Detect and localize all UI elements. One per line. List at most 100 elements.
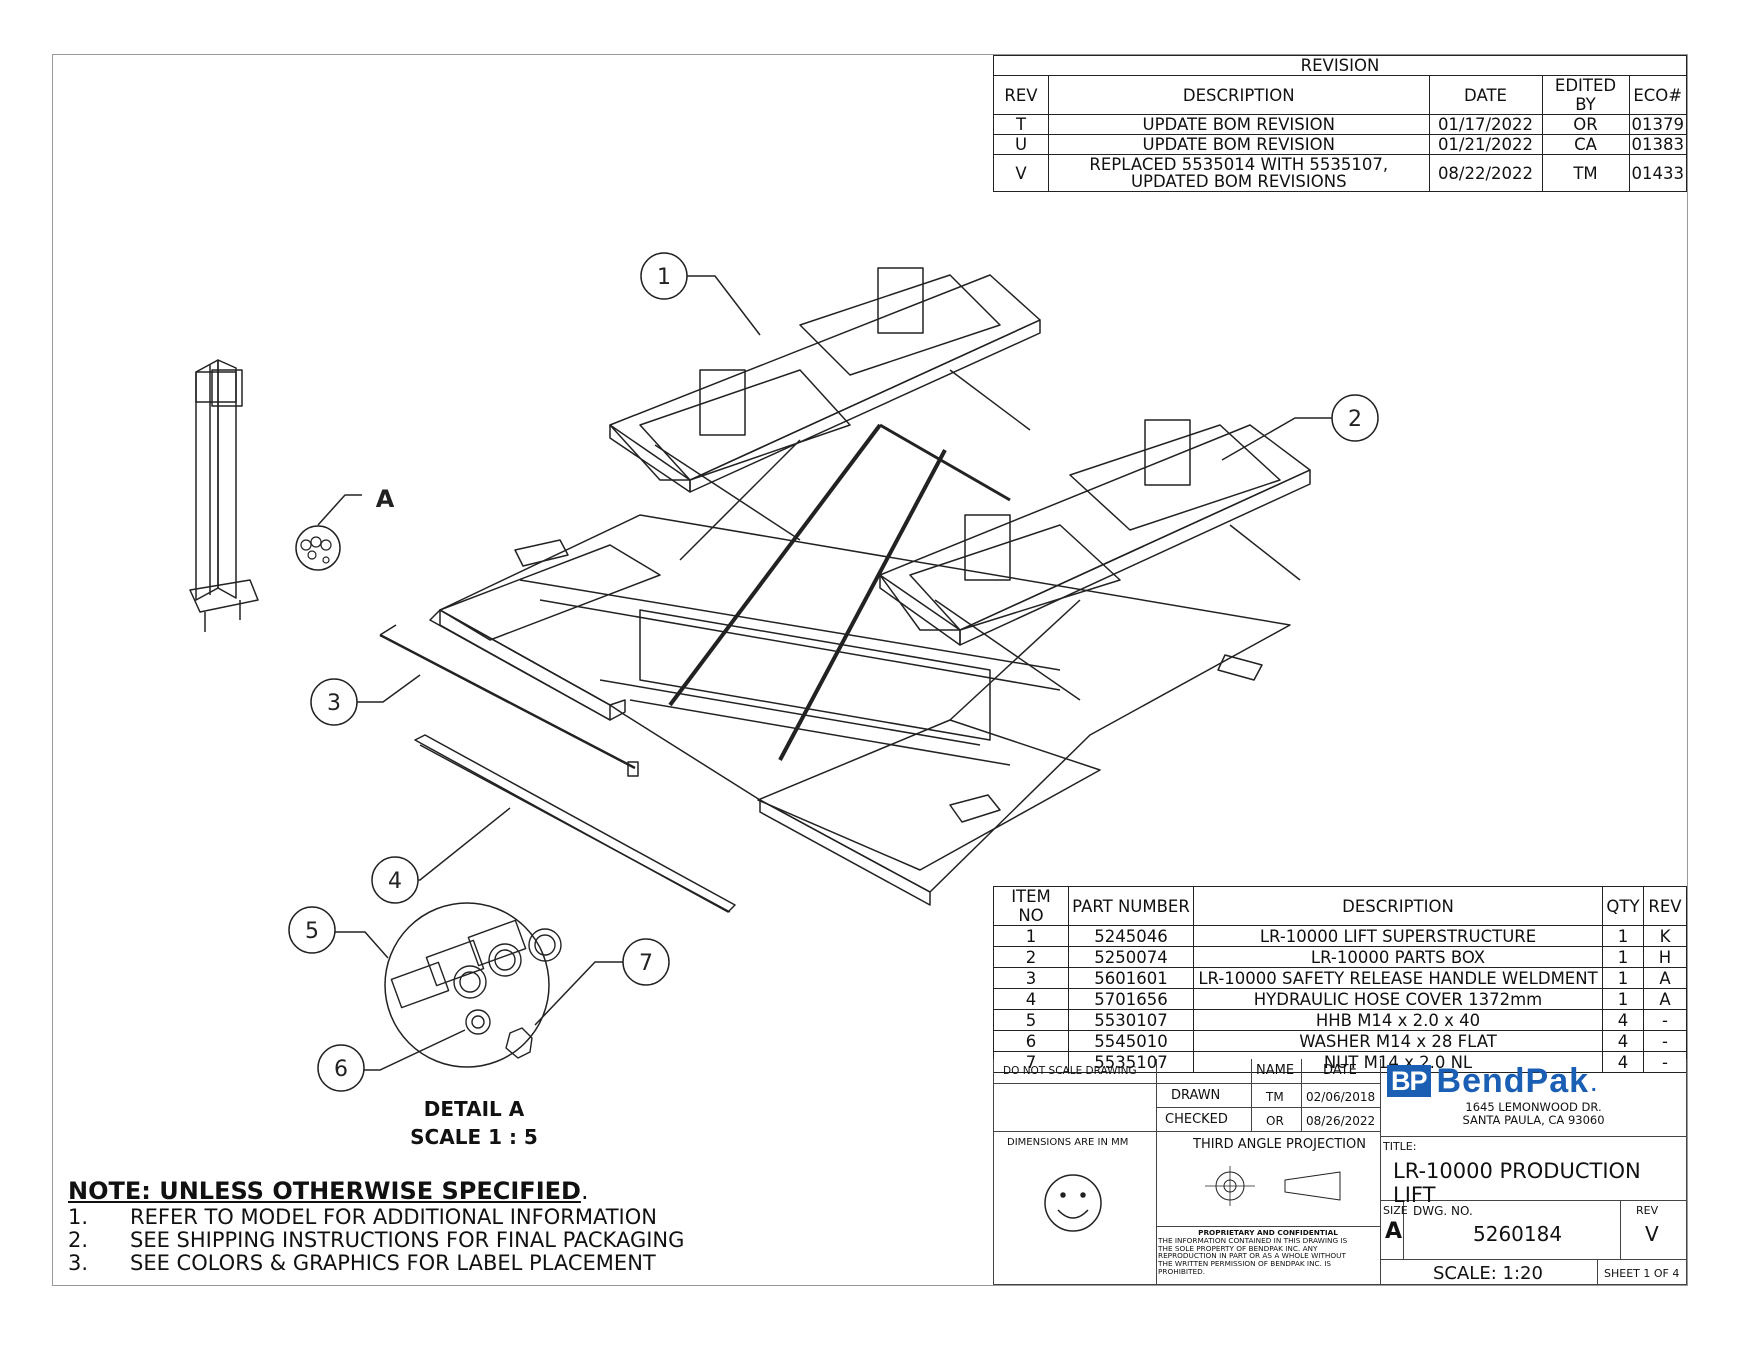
logo-text: BendPak [1436, 1061, 1590, 1100]
rev-cell: CA [1541, 134, 1630, 155]
rev-header-date: DATE [1428, 75, 1543, 115]
detail-a-hardware [390, 919, 562, 1059]
date-header: DATE [1323, 1063, 1357, 1078]
note-item: 1. REFER TO MODEL FOR ADDITIONAL INFORMAT… [68, 1206, 684, 1229]
bom-cell: 4 [1602, 1030, 1644, 1052]
rev-cell: OR [1541, 114, 1630, 135]
callout-4: 4 [388, 869, 402, 894]
logo-mark: BP [1387, 1065, 1431, 1097]
lift-base [429, 514, 1291, 906]
detail-scale: SCALE 1 : 5 [410, 1125, 538, 1149]
bom-cell: 1 [993, 925, 1069, 947]
rev-cell: REPLACED 5535014 WITH 5535107, UPDATED B… [1048, 154, 1430, 192]
callout-2: 2 [1348, 407, 1362, 432]
rev-cell: 01383 [1628, 134, 1687, 155]
bom-cell: 4 [1602, 1051, 1644, 1073]
rev-cell: 01/21/2022 [1428, 134, 1543, 155]
bom-cell: LR-10000 PARTS BOX [1193, 946, 1603, 968]
rev-cell: TM [1541, 154, 1630, 192]
bom-cell: A [1643, 967, 1687, 989]
callout-balloon-1 [640, 252, 688, 300]
bom-cell: 1 [1602, 967, 1644, 989]
callout-balloon-5 [288, 906, 336, 954]
proprietary-line: THE WRITTEN PERMISSION OF BENDPAK INC. I… [1158, 1259, 1332, 1269]
bom-cell: 4 [993, 988, 1069, 1010]
rev-cell: 08/22/2022 [1428, 154, 1543, 192]
note-item: 3. SEE COLORS & GRAPHICS FOR LABEL PLACEM… [68, 1252, 684, 1275]
rev-label: REV [1636, 1204, 1659, 1217]
release-handle [379, 624, 639, 777]
title-label: TITLE: [1383, 1140, 1417, 1153]
bom-cell: 5530107 [1068, 1009, 1194, 1031]
proprietary-notice: PROPRIETARY AND CONFIDENTIAL THE INFORMA… [1158, 1229, 1378, 1276]
bom-cell: K [1643, 925, 1687, 947]
platform-left [609, 267, 1041, 561]
detail-letter: A [376, 485, 395, 513]
rev-value: V [1645, 1222, 1659, 1246]
bom-cell: 1 [1602, 988, 1644, 1010]
bom-cell: 3 [993, 967, 1069, 989]
bom-cell: 4 [1602, 1009, 1644, 1031]
bom-cell: HYDRAULIC HOSE COVER 1372mm [1193, 988, 1603, 1010]
bom-cell: 5701656 [1068, 988, 1194, 1010]
bom-cell: 5 [993, 1009, 1069, 1031]
bom-cell: - [1643, 1030, 1687, 1052]
logo-dot: . [1591, 1074, 1597, 1096]
bom-cell: 7 [993, 1051, 1069, 1073]
bom-cell: HHB M14 x 2.0 x 40 [1193, 1009, 1603, 1031]
checked-name: OR [1266, 1114, 1284, 1128]
note-text: SEE COLORS & GRAPHICS FOR LABEL PLACEMEN… [130, 1251, 656, 1275]
name-header: NAME [1256, 1063, 1295, 1078]
bom-cell: 6 [993, 1030, 1069, 1052]
bom-cell: 1 [1602, 925, 1644, 947]
rev-cell: 01379 [1628, 114, 1687, 135]
rev-cell: 01/17/2022 [1428, 114, 1543, 135]
proprietary-line: REPRODUCTION IN PART OR AS A WHOLE WITHO… [1158, 1251, 1346, 1261]
proprietary-line: PROHIBITED. [1158, 1266, 1206, 1276]
note-number: 2. [68, 1228, 89, 1252]
rev-cell: UPDATE BOM REVISION [1048, 134, 1430, 155]
hose-cover [414, 734, 736, 913]
drawn-label: DRAWN [1171, 1088, 1221, 1103]
company-address: 1645 LEMONWOOD DR. SANTA PAULA, CA 93060 [1380, 1101, 1687, 1127]
callout-6: 6 [334, 1057, 348, 1082]
bom-cell: A [1643, 988, 1687, 1010]
bom-header-part: PART NUMBER [1068, 886, 1194, 926]
rev-header-edited: EDITED BY [1541, 75, 1630, 115]
note-text: REFER TO MODEL FOR ADDITIONAL INFORMATIO… [130, 1205, 657, 1229]
drawn-name: TM [1266, 1090, 1284, 1104]
bom-header-qty: QTY [1602, 886, 1644, 926]
bom-header-rev: REV [1643, 886, 1687, 926]
callout-3: 3 [327, 691, 341, 716]
size-label: SIZE [1383, 1204, 1408, 1217]
notes-block: NOTE: UNLESS OTHERWISE SPECIFIED. 1.REFE… [68, 1177, 684, 1275]
note-number: 1. [68, 1205, 89, 1229]
rev-header-desc: DESCRIPTION [1048, 75, 1430, 115]
sheet-value: SHEET 1 OF 4 [1604, 1267, 1680, 1280]
dwg-no: 5260184 [1473, 1222, 1563, 1246]
bom-cell: - [1643, 1009, 1687, 1031]
drawing-title: LR-10000 PRODUCTION LIFT [1393, 1159, 1641, 1207]
checked-label: CHECKED [1165, 1112, 1228, 1127]
revision-table: REVISION REV DESCRIPTION DATE EDITED BY … [993, 55, 1687, 192]
bom-cell: LR-10000 SAFETY RELEASE HANDLE WELDMENT [1193, 967, 1603, 989]
notes-heading: NOTE: UNLESS OTHERWISE SPECIFIED [68, 1177, 581, 1205]
revision-title: REVISION [993, 55, 1687, 76]
detail-a-circle [384, 902, 550, 1068]
detail-title: DETAIL A [423, 1097, 525, 1121]
rev-cell: 01433 [1628, 154, 1687, 192]
callout-balloon-6 [317, 1044, 365, 1092]
dwg-no-label: DWG. NO. [1413, 1204, 1473, 1218]
bom-cell: 5601601 [1068, 967, 1194, 989]
proprietary-line: THE SOLE PROPERTY OF BENDPAK INC. ANY [1158, 1243, 1318, 1253]
title-block: DO NOT SCALE DRAWING NAME DATE DRAWN TM … [993, 1059, 1687, 1285]
address-line-1: 1645 LEMONWOOD DR. [1465, 1100, 1602, 1114]
rev-header-eco: ECO# [1628, 75, 1687, 115]
size-value: A [1385, 1219, 1403, 1244]
note-number: 3. [68, 1251, 89, 1275]
proprietary-title: PROPRIETARY AND CONFIDENTIAL [1198, 1228, 1338, 1237]
bom-cell: 5245046 [1068, 925, 1194, 947]
